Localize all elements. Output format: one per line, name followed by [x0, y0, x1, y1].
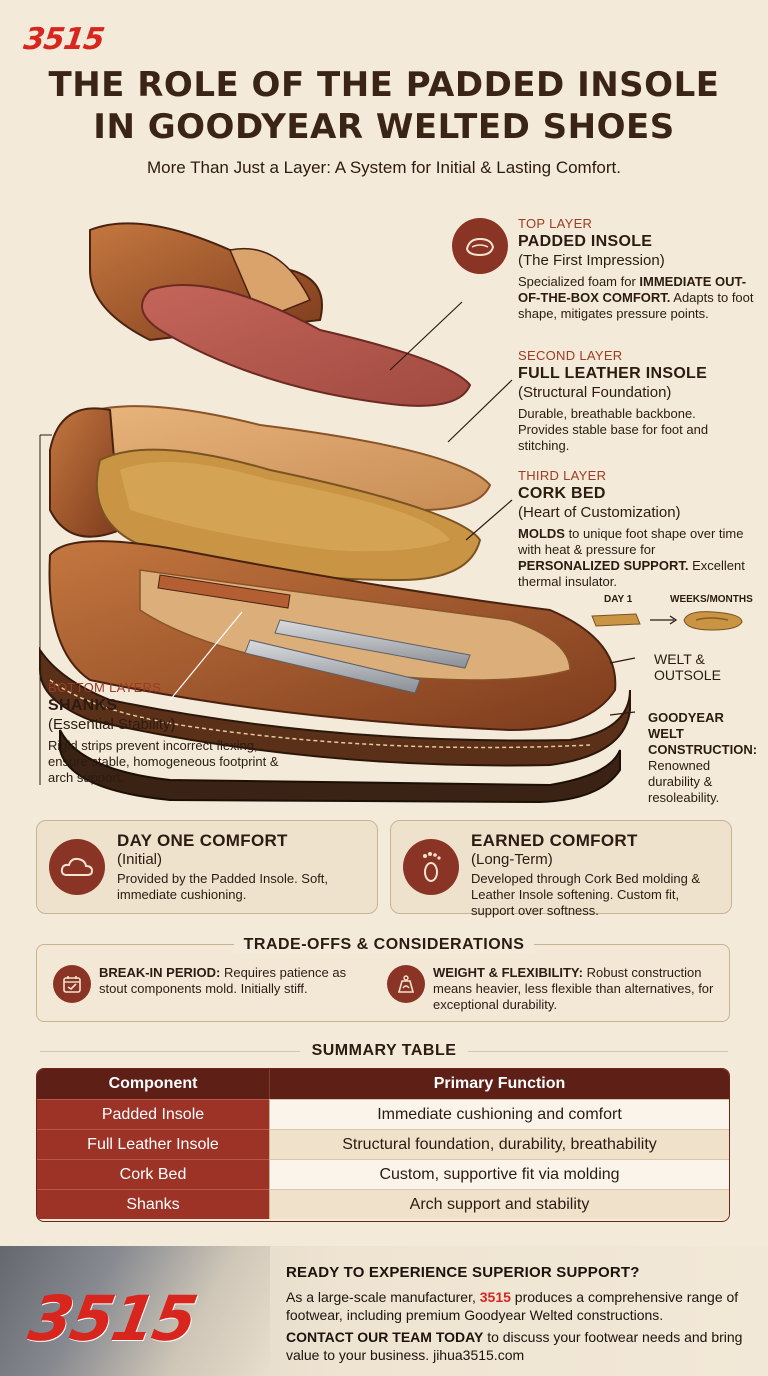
- bottom-layer-kicker: BOTTOM LAYERS: [48, 680, 162, 695]
- footer-brand-logo: 3515: [23, 1282, 201, 1355]
- third-layer-title: CORK BED: [518, 485, 606, 502]
- scale-icon: [387, 965, 425, 1003]
- cork-timeline-graphic: [591, 611, 743, 631]
- brand-logo: 3515: [21, 22, 106, 57]
- top-layer-callout: TOP LAYER PADDED INSOLE (The First Impre…: [518, 216, 758, 322]
- break-in-label: BREAK-IN PERIOD:: [99, 965, 221, 980]
- shoe-exploded-illustration: [30, 210, 650, 810]
- break-in-item: BREAK-IN PERIOD: Requires patience as st…: [99, 965, 369, 997]
- title-line-2: IN GOODYEAR WELTED SHOES: [93, 107, 675, 147]
- table-cell-component: Shanks: [37, 1189, 269, 1219]
- footer-cta-bold[interactable]: CONTACT OUR TEAM TODAY: [286, 1329, 484, 1345]
- top-layer-body-bold: IMMEDIATE OUT-OF-THE-BOX COMFORT.: [518, 274, 747, 305]
- day-one-title: DAY ONE COMFORT: [117, 831, 288, 850]
- tradeoffs-box: BREAK-IN PERIOD: Requires patience as st…: [36, 944, 730, 1022]
- footer-p1-brand: 3515: [479, 1289, 511, 1305]
- break-in-body: Requires patience as stout components mo…: [99, 965, 347, 996]
- top-layer-body-post: Adapts to foot shape, mitigates pressure…: [518, 290, 754, 321]
- bottom-layer-title: SHANKS: [48, 697, 118, 714]
- table-row: Padded Insole Immediate cushioning and c…: [37, 1099, 729, 1129]
- day-one-body: Provided by the Padded Insole. Soft, imm…: [117, 871, 329, 902]
- third-layer-body-bold1: MOLDS: [518, 526, 565, 541]
- footer-text: READY TO EXPERIENCE SUPERIOR SUPPORT? As…: [286, 1264, 756, 1364]
- welt-outsole-label: WELT & OUTSOLE: [654, 651, 721, 683]
- welt-body: Renowned durability & resoleability.: [648, 758, 720, 805]
- weight-body: Robust construction means heavier, less …: [433, 965, 714, 1012]
- cloud-icon: [49, 839, 105, 895]
- third-layer-body-post: Excellent thermal insulator.: [518, 558, 745, 589]
- table-cell-function: Arch support and stability: [269, 1189, 729, 1219]
- footer-photo: [0, 1246, 270, 1376]
- table-header-row: Component Primary Function: [37, 1069, 729, 1099]
- page-subtitle: More Than Just a Layer: A System for Ini…: [146, 158, 621, 177]
- table-row: Shanks Arch support and stability: [37, 1189, 729, 1219]
- table-cell-component: Padded Insole: [37, 1099, 269, 1129]
- day-one-sub: (Initial): [117, 851, 163, 868]
- third-layer-body: MOLDS to unique foot shape over time wit…: [518, 526, 758, 590]
- table-cell-component: Full Leather Insole: [37, 1129, 269, 1159]
- second-layer-body: Durable, breathable backbone. Provides s…: [518, 406, 709, 453]
- footprint-icon: [403, 839, 459, 895]
- insole-icon: [452, 218, 508, 274]
- third-layer-callout: THIRD LAYER CORK BED (Heart of Customiza…: [518, 468, 758, 590]
- goodyear-welt-label: GOODYEAR WELT CONSTRUCTION: Renowned dur…: [648, 710, 764, 806]
- third-layer-body-bold2: PERSONALIZED SUPPORT.: [518, 558, 689, 573]
- day-one-comfort-card: DAY ONE COMFORT (Initial) Provided by th…: [36, 820, 378, 914]
- title-line-1: THE ROLE OF THE PADDED INSOLE: [48, 65, 720, 105]
- welt-outsole-line2: OUTSOLE: [654, 667, 721, 683]
- cork-weeks-label: WEEKS/MONTHS: [670, 594, 753, 605]
- top-layer-body: Specialized foam for IMMEDIATE OUT-OF-TH…: [518, 274, 758, 322]
- table-row: Full Leather Insole Structural foundatio…: [37, 1129, 729, 1159]
- page-title: THE ROLE OF THE PADDED INSOLE IN GOODYEA…: [0, 64, 768, 148]
- bottom-layer-sub: (Essential Stability): [48, 716, 176, 733]
- top-layer-body-pre: Specialized foam for: [518, 274, 640, 289]
- top-layer-sub: (The First Impression): [518, 252, 665, 269]
- table-row: Cork Bed Custom, supportive fit via mold…: [37, 1159, 729, 1189]
- cork-day1-label: DAY 1: [604, 594, 633, 605]
- third-layer-sub: (Heart of Customization): [518, 504, 681, 521]
- summary-heading-text: SUMMARY TABLE: [299, 1042, 469, 1059]
- earned-body: Developed through Cork Bed molding & Lea…: [471, 871, 701, 918]
- footer-paragraph: As a large-scale manufacturer, 3515 prod…: [286, 1288, 756, 1324]
- top-layer-title: PADDED INSOLE: [518, 233, 653, 250]
- second-layer-sub: (Structural Foundation): [518, 384, 672, 401]
- table-header-function: Primary Function: [269, 1069, 729, 1099]
- second-layer-kicker: SECOND LAYER: [518, 348, 623, 363]
- welt-title-3: CONSTRUCTION:: [648, 742, 758, 757]
- weight-item: WEIGHT & FLEXIBILITY: Robust constructio…: [433, 965, 719, 1013]
- footer-p1-post: produces a comprehensive range of footwe…: [286, 1289, 739, 1323]
- second-layer-callout: SECOND LAYER FULL LEATHER INSOLE (Struct…: [518, 348, 748, 454]
- footer-banner: 3515 READY TO EXPERIENCE SUPERIOR SUPPOR…: [0, 1246, 768, 1376]
- welt-title-2: WELT: [648, 726, 684, 741]
- bottom-layer-body: Rigid strips prevent incorrect flexing, …: [48, 738, 279, 785]
- table-cell-function: Immediate cushioning and comfort: [269, 1099, 729, 1129]
- tradeoffs-heading-text: TRADE-OFFS & CONSIDERATIONS: [233, 936, 535, 953]
- bottom-layer-callout: BOTTOM LAYERS SHANKS (Essential Stabilit…: [48, 680, 288, 786]
- second-layer-title: FULL LEATHER INSOLE: [518, 365, 708, 382]
- tradeoffs-heading: TRADE-OFFS & CONSIDERATIONS: [0, 936, 768, 954]
- welt-title-1: GOODYEAR: [648, 710, 724, 725]
- earned-title: EARNED COMFORT: [471, 831, 638, 850]
- table-cell-function: Custom, supportive fit via molding: [269, 1159, 729, 1189]
- summary-table: Component Primary Function Padded Insole…: [36, 1068, 730, 1222]
- summary-heading: SUMMARY TABLE: [0, 1042, 768, 1060]
- table-cell-component: Cork Bed: [37, 1159, 269, 1189]
- table-header-component: Component: [108, 1075, 198, 1092]
- third-layer-body-mid: to unique foot shape over time with heat…: [518, 526, 744, 557]
- earned-sub: (Long-Term): [471, 851, 553, 868]
- footer-p1-pre: As a large-scale manufacturer,: [286, 1289, 480, 1305]
- footer-cta-rest: to discuss your footwear needs and bring…: [286, 1329, 743, 1363]
- calendar-icon: [53, 965, 91, 1003]
- table-cell-function: Structural foundation, durability, breat…: [269, 1129, 729, 1159]
- welt-outsole-line1: WELT &: [654, 651, 705, 667]
- third-layer-kicker: THIRD LAYER: [518, 468, 607, 483]
- top-layer-kicker: TOP LAYER: [518, 216, 593, 231]
- weight-label: WEIGHT & FLEXIBILITY:: [433, 965, 583, 980]
- footer-heading: READY TO EXPERIENCE SUPERIOR SUPPORT?: [286, 1264, 640, 1281]
- footer-cta: CONTACT OUR TEAM TODAY to discuss your f…: [286, 1328, 756, 1364]
- earned-comfort-card: EARNED COMFORT (Long-Term) Developed thr…: [390, 820, 732, 918]
